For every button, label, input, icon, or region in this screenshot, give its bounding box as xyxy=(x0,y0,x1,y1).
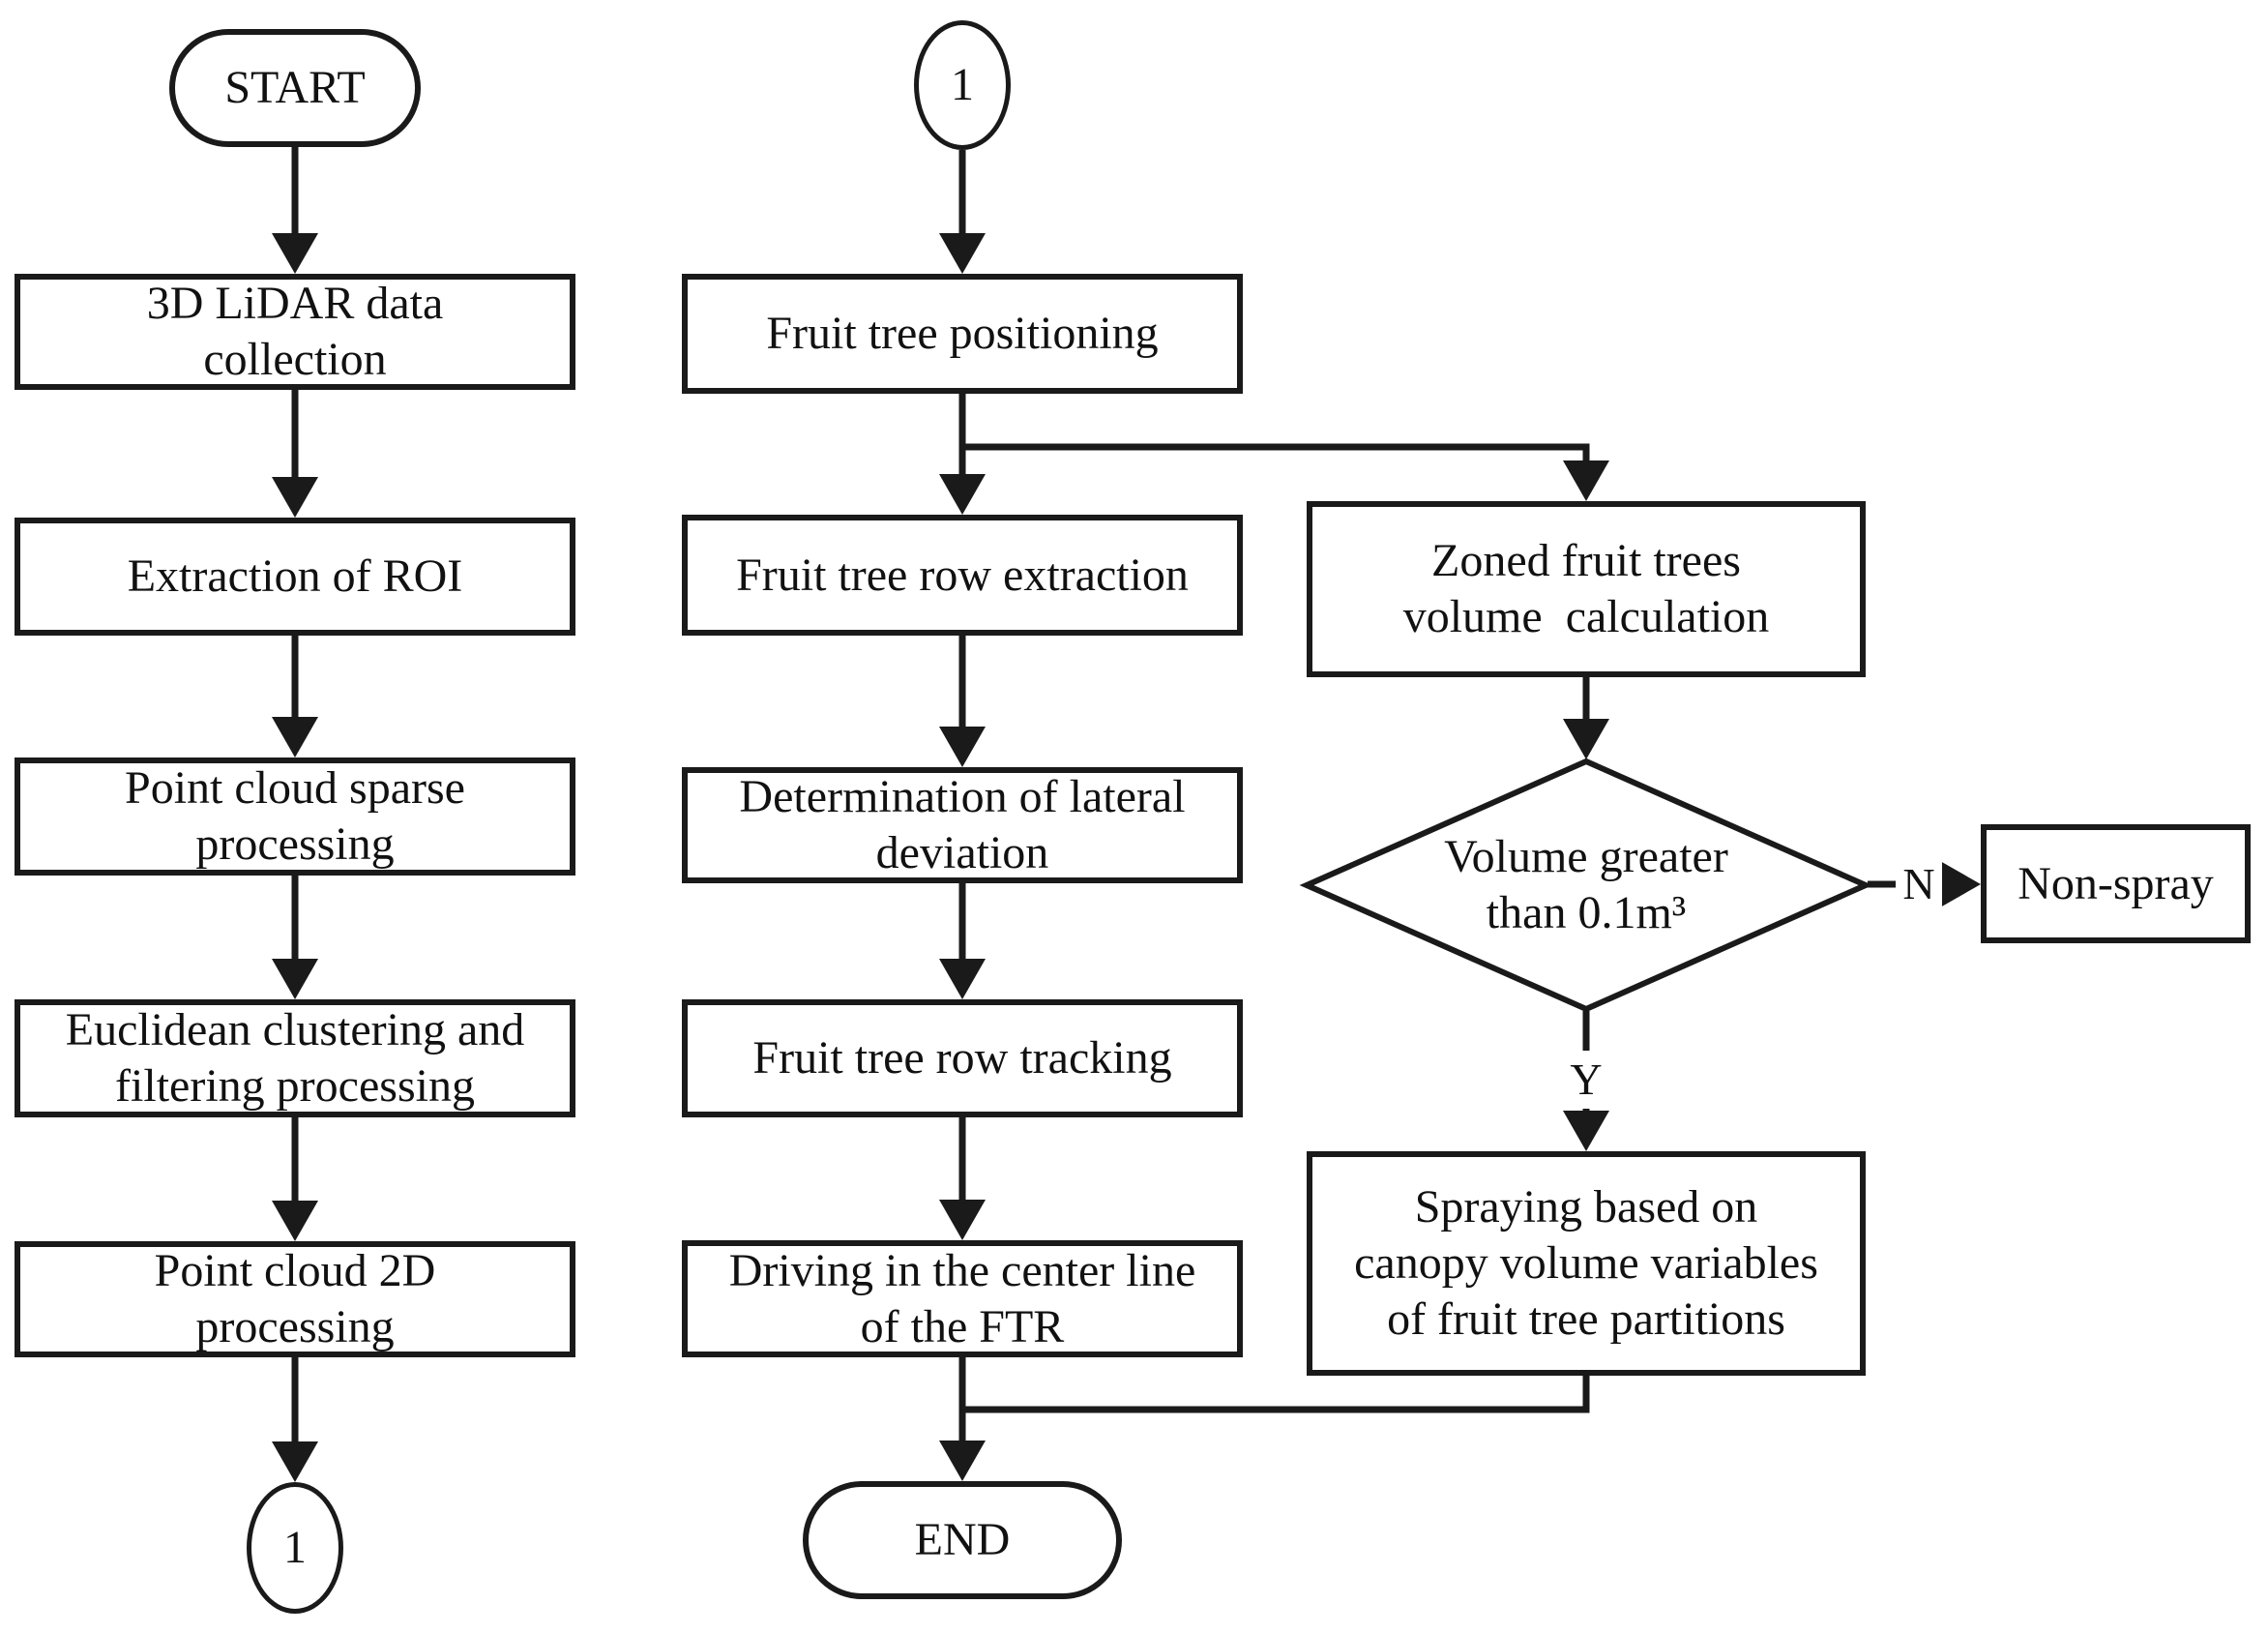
connector-1-top-middle: 1 xyxy=(914,20,1011,150)
process-label: Extraction of ROI xyxy=(127,550,463,602)
edge-label-yes: Y xyxy=(1561,1051,1611,1109)
arrowhead xyxy=(272,717,318,758)
process-fruit-tree-row-tracking: Fruit tree row tracking xyxy=(682,999,1243,1117)
edge-label-no: N xyxy=(1896,857,1942,911)
edge-spraying-merge-to-end xyxy=(962,1376,1590,1413)
arrowhead xyxy=(939,959,986,999)
arrowhead xyxy=(939,233,986,274)
process-fruit-tree-positioning: Fruit tree positioning xyxy=(682,274,1243,394)
process-non-spray: Non-spray xyxy=(1981,824,2251,943)
arrowhead xyxy=(939,474,986,515)
terminal-start: START xyxy=(169,29,421,147)
connector-1-bottom-left: 1 xyxy=(247,1482,343,1614)
terminal-end-label: END xyxy=(914,1514,1011,1565)
arrowhead xyxy=(1563,719,1609,759)
arrowhead xyxy=(272,959,318,999)
process-label: Fruit tree row tracking xyxy=(752,1032,1172,1084)
no-label: N xyxy=(1902,859,1935,908)
edge-positioning-branch-to-zoned xyxy=(962,443,1590,464)
process-roi-extraction: Extraction of ROI xyxy=(15,518,575,636)
connector-label: 1 xyxy=(951,59,974,110)
arrowhead xyxy=(939,1441,986,1481)
terminal-end: END xyxy=(803,1481,1122,1599)
process-label: Fruit tree positioning xyxy=(766,308,1159,359)
yes-label: Y xyxy=(1570,1055,1603,1104)
arrowhead xyxy=(939,727,986,767)
process-label: Fruit tree row extraction xyxy=(736,549,1189,601)
arrowhead xyxy=(272,1441,318,1482)
connector-label: 1 xyxy=(283,1522,307,1573)
arrowhead xyxy=(1563,1111,1609,1151)
decision-diamond-shape xyxy=(1299,758,1873,1013)
process-fruit-tree-row-extraction: Fruit tree row extraction xyxy=(682,515,1243,636)
arrowhead xyxy=(1563,460,1609,501)
arrowhead xyxy=(272,477,318,518)
arrowhead xyxy=(272,233,318,274)
terminal-start-label: START xyxy=(224,62,366,113)
arrowhead xyxy=(272,1201,318,1241)
process-label: Non-spray xyxy=(2018,857,2214,909)
arrowhead xyxy=(939,1200,986,1240)
arrowhead xyxy=(1940,861,1981,907)
